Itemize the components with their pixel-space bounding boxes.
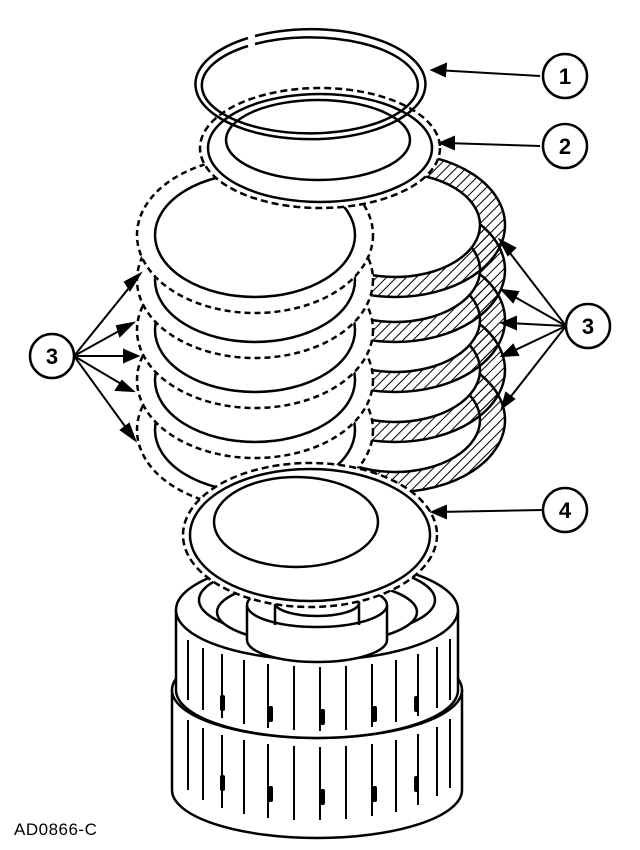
callout-2: 2 — [541, 122, 589, 170]
leader-lines — [73, 62, 567, 520]
callout-4: 4 — [541, 486, 589, 534]
apply-plate — [181, 461, 439, 609]
snap-ring — [194, 27, 427, 141]
pressure-plate — [198, 86, 442, 210]
svg-text:4: 4 — [559, 498, 572, 523]
svg-text:1: 1 — [559, 64, 571, 89]
steel-plates — [135, 155, 375, 510]
clutch-plate-stack — [135, 151, 507, 510]
callout-3-right: 3 — [564, 302, 612, 350]
svg-text:2: 2 — [559, 134, 571, 159]
callout-1: 1 — [541, 52, 589, 100]
svg-text:3: 3 — [46, 344, 58, 369]
figure-id: AD0866-C — [14, 820, 98, 839]
callout-3-left: 3 — [28, 332, 76, 380]
svg-text:3: 3 — [582, 314, 594, 339]
